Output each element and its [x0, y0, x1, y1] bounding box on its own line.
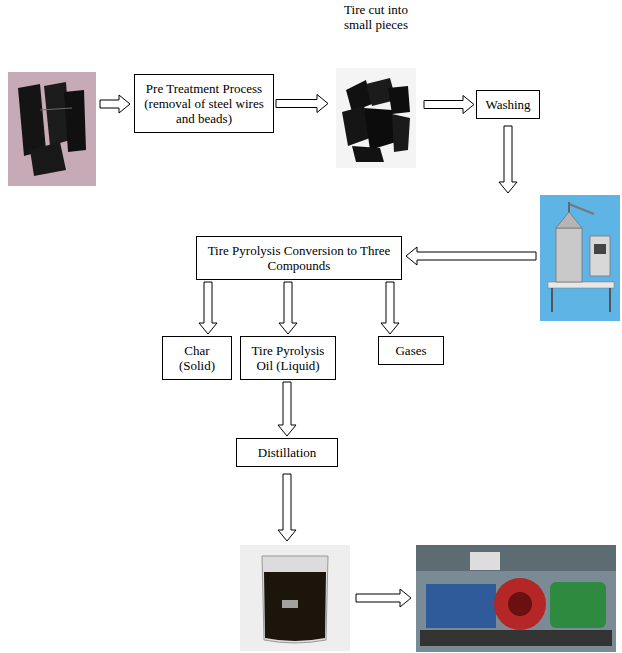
process-box: Pre Treatment Process (removal of steel … [134, 74, 274, 133]
tire-photo [8, 72, 96, 186]
box-label: Washing [481, 97, 535, 112]
process-box: Char (Solid) [162, 336, 232, 380]
box-label: Char (Solid) [167, 343, 227, 373]
flow-arrow [424, 96, 474, 114]
box-label: Pre Treatment Process (removal of steel … [139, 81, 269, 126]
box-label: Tire Pyrolysis Oil (Liquid) [245, 343, 331, 373]
process-box: Tire Pyrolysis Conversion to Three Compo… [196, 236, 402, 280]
box-label: Gases [383, 343, 439, 358]
flow-arrow [276, 95, 328, 113]
box-label: Distillation [241, 445, 333, 460]
process-box: Gases [378, 336, 444, 365]
engine-rig-photo [416, 545, 616, 652]
process-box: Tire Pyrolysis Oil (Liquid) [240, 336, 336, 380]
tire-pieces-photo [336, 68, 416, 168]
flow-arrow [199, 282, 217, 334]
flow-arrow [381, 282, 399, 334]
box-label: Tire Pyrolysis Conversion to Three Compo… [201, 243, 397, 273]
process-box: Distillation [236, 438, 338, 467]
flow-arrow [279, 282, 297, 334]
flow-arrow [278, 382, 296, 436]
oil-beaker-photo [240, 545, 350, 651]
photo-heading: Tire cut into small pieces [332, 2, 420, 32]
flow-arrow [100, 95, 536, 607]
process-box: Washing [476, 90, 540, 119]
pyrolysis-apparatus-photo [540, 195, 620, 321]
photo-node: Tire cut into small pieces [330, 2, 422, 170]
